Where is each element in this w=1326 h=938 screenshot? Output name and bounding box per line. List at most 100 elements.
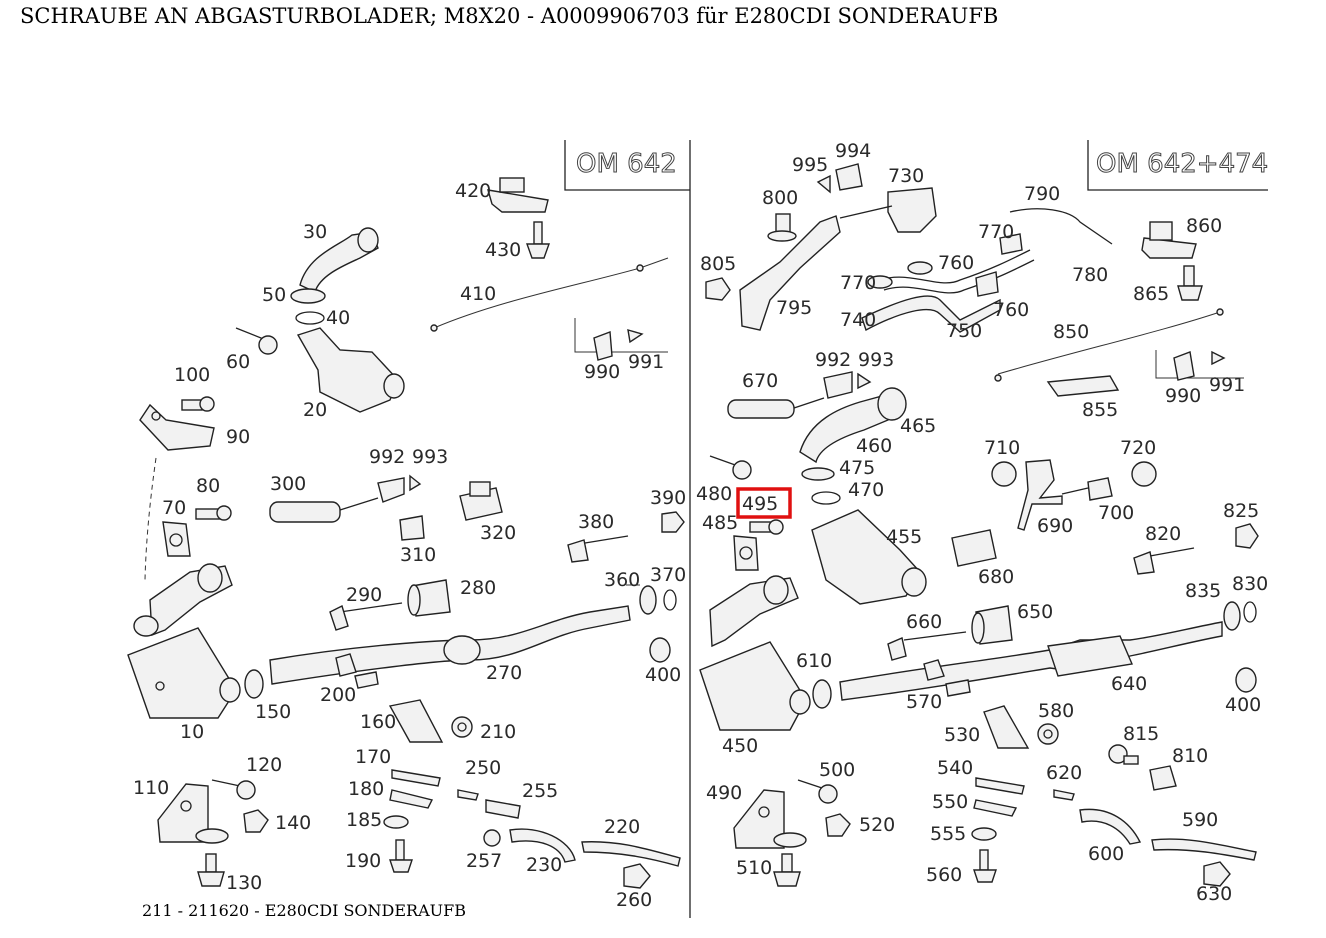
label-710[interactable]: 710 [984,437,1020,459]
label-170[interactable]: 170 [355,746,391,768]
clamp-610[interactable] [812,679,832,709]
bracket-90[interactable] [139,403,215,451]
label-690[interactable]: 690 [1037,515,1073,537]
label-60[interactable]: 60 [226,351,250,373]
gasket-70[interactable] [162,521,191,557]
label-160[interactable]: 160 [360,711,396,733]
cable-410[interactable] [430,257,669,332]
sensor-300[interactable] [269,474,422,523]
nut-210[interactable] [451,716,473,738]
label-10[interactable]: 10 [180,721,204,743]
label-185[interactable]: 185 [346,809,382,831]
bolt-120[interactable] [211,779,256,800]
label-320[interactable]: 320 [480,522,516,544]
bracket-490[interactable] [733,789,807,849]
flange-835-830[interactable] [1223,601,1257,631]
clamp-50[interactable] [290,288,326,304]
bolt-495[interactable] [749,519,784,535]
label-991-right[interactable]: 991 [1209,374,1245,396]
label-992-right[interactable]: 992 [815,349,851,371]
label-560[interactable]: 560 [926,864,962,886]
label-760-top[interactable]: 760 [938,252,974,274]
pipe-30[interactable] [299,227,379,293]
hanger-230[interactable] [509,828,576,863]
label-820[interactable]: 820 [1145,523,1181,545]
turbo-pipe-460[interactable] [799,387,907,464]
label-650[interactable]: 650 [1017,601,1053,623]
label-257[interactable]: 257 [466,850,502,872]
label-992-left[interactable]: 992 [369,446,405,468]
label-140[interactable]: 140 [275,812,311,834]
label-670[interactable]: 670 [742,370,778,392]
label-400-right[interactable]: 400 [1225,694,1261,716]
label-485[interactable]: 485 [702,512,738,534]
bolt-290[interactable] [329,602,403,631]
bolt-820[interactable] [1133,547,1195,575]
label-580[interactable]: 580 [1038,700,1074,722]
clip-770b[interactable] [999,233,1023,255]
bolt-130[interactable] [197,853,225,887]
nut-260[interactable] [623,863,651,889]
label-250[interactable]: 250 [465,757,501,779]
label-190[interactable]: 190 [345,850,381,872]
bolt-250[interactable] [457,789,479,801]
label-460[interactable]: 460 [856,435,892,457]
bracket-110[interactable] [157,783,229,844]
label-180[interactable]: 180 [348,778,384,800]
label-590[interactable]: 590 [1182,809,1218,831]
label-120[interactable]: 120 [246,754,282,776]
sensor-990-991-right[interactable] [1155,350,1244,381]
bolt-190[interactable] [389,839,413,873]
bracket-220[interactable] [581,841,681,867]
bolt-800[interactable] [767,213,797,242]
label-610[interactable]: 610 [796,650,832,672]
label-360[interactable]: 360 [604,569,640,591]
label-70[interactable]: 70 [162,497,186,519]
label-495[interactable]: 495 [742,493,778,515]
label-310[interactable]: 310 [400,544,436,566]
label-490[interactable]: 490 [706,782,742,804]
clamp-475[interactable] [801,467,835,481]
label-520[interactable]: 520 [859,814,895,836]
nut-825[interactable] [1235,523,1259,549]
label-470[interactable]: 470 [848,479,884,501]
bracket-855[interactable] [1046,375,1120,397]
label-450[interactable]: 450 [722,735,758,757]
label-865[interactable]: 865 [1133,283,1169,305]
label-370[interactable]: 370 [650,564,686,586]
flange-360-370[interactable] [626,584,677,615]
label-130[interactable]: 130 [226,872,262,894]
label-390[interactable]: 390 [650,487,686,509]
label-770-bottom[interactable]: 770 [840,272,876,294]
bracket-810[interactable] [1149,765,1177,791]
label-255[interactable]: 255 [522,780,558,802]
label-550[interactable]: 550 [932,791,968,813]
label-420[interactable]: 420 [455,180,491,202]
bolt-430[interactable] [526,221,550,259]
label-780[interactable]: 780 [1072,264,1108,286]
label-630[interactable]: 630 [1196,883,1232,905]
label-790[interactable]: 790 [1024,183,1060,205]
hanger-600[interactable] [1079,808,1142,845]
insulator-280[interactable] [407,579,451,617]
sensor-670[interactable] [727,371,872,419]
sensor-994-995[interactable] [816,163,863,194]
label-730[interactable]: 730 [888,165,924,187]
bolt-660[interactable] [887,631,967,661]
label-995[interactable]: 995 [792,154,828,176]
nut-720[interactable] [1131,461,1157,487]
bracket-530[interactable] [983,705,1030,749]
label-640[interactable]: 640 [1111,673,1147,695]
label-994[interactable]: 994 [835,140,871,162]
label-830[interactable]: 830 [1232,573,1268,595]
hanger-700[interactable] [1061,477,1113,501]
ring-40[interactable] [295,311,325,325]
bolt-60[interactable] [235,327,278,355]
label-805[interactable]: 805 [700,253,736,275]
bolt-80[interactable] [195,505,232,521]
label-810[interactable]: 810 [1172,745,1208,767]
bracket-420[interactable] [487,177,549,213]
label-510[interactable]: 510 [736,857,772,879]
catalyst-20[interactable] [296,327,405,413]
label-430[interactable]: 430 [485,239,521,261]
